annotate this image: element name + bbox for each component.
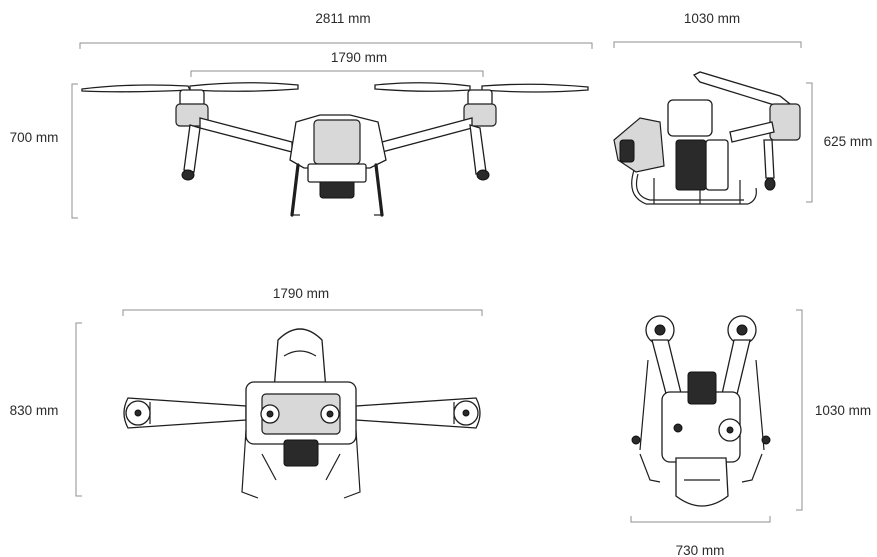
- dimension-labels: 2811 mm 1790 mm 700 mm 1030 mm 625 mm 17…: [10, 11, 873, 557]
- dim-side-length: [613, 41, 802, 48]
- label-side-length: 1030 mm: [684, 11, 740, 26]
- dim-side-height: [806, 82, 813, 203]
- drone-top-view: [123, 328, 481, 499]
- dim-top-rotor-span: [122, 309, 483, 316]
- dim-folded-width: [630, 516, 771, 523]
- label-side-height: 625 mm: [824, 134, 873, 149]
- drone-front-view: [81, 82, 589, 217]
- dim-front-rotor-span: [190, 70, 484, 77]
- dimension-lines: [71, 41, 813, 523]
- dim-top-depth: [75, 322, 82, 497]
- label-folded-width: 730 mm: [676, 543, 725, 557]
- label-folded-length: 1030 mm: [815, 403, 871, 418]
- drone-side-view: [613, 71, 801, 205]
- dim-front-height: [71, 83, 78, 219]
- label-front-overall-width: 2811 mm: [315, 11, 370, 26]
- label-top-depth: 830 mm: [10, 403, 59, 418]
- drone-folded-view: [631, 315, 771, 507]
- dim-folded-length: [796, 309, 803, 511]
- label-front-rotor-span: 1790 mm: [331, 50, 387, 65]
- label-front-height: 700 mm: [10, 130, 59, 145]
- dim-front-overall-width: [79, 42, 593, 49]
- label-top-rotor-span: 1790 mm: [273, 286, 329, 301]
